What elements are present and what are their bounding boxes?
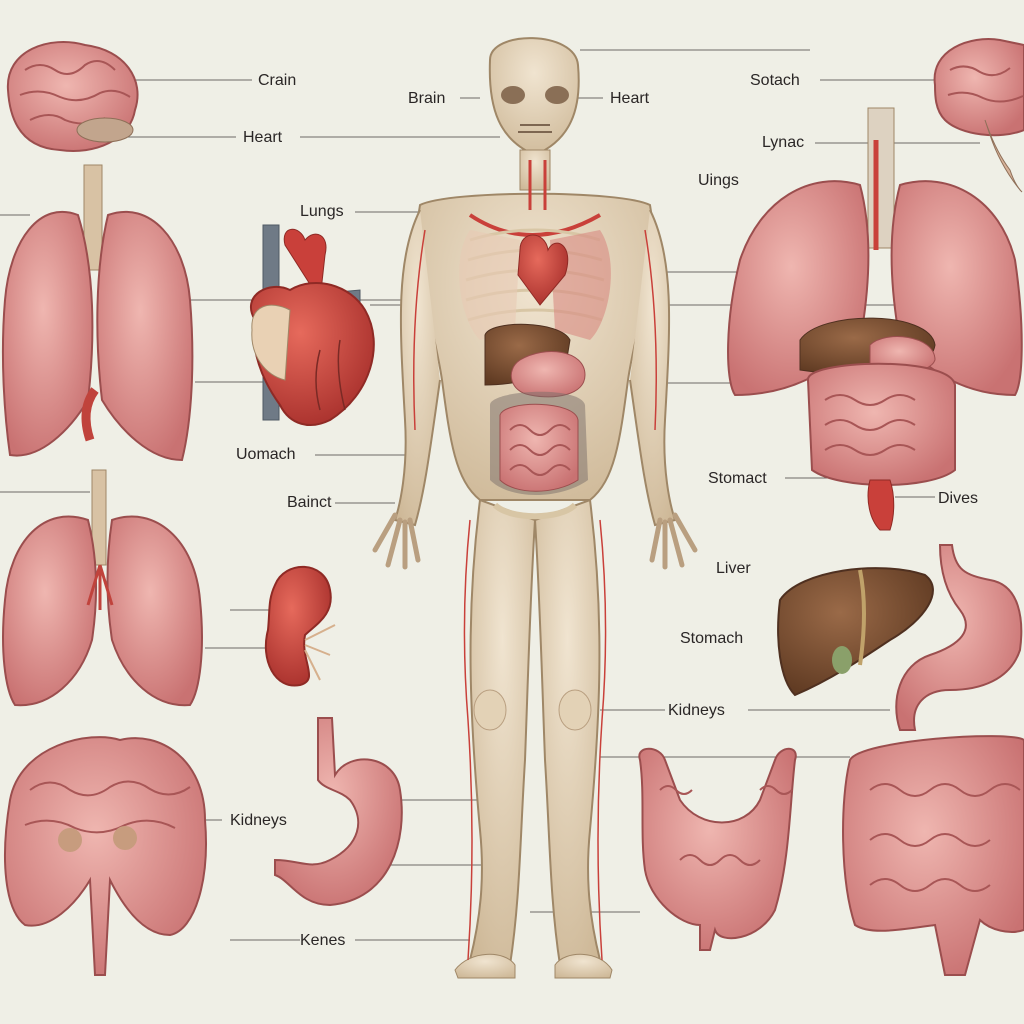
label-lynac: Lynac bbox=[762, 134, 805, 151]
label-uings: Uings bbox=[698, 172, 739, 189]
kidneys-illustration-left bbox=[4, 736, 207, 976]
intestines-illustration-center bbox=[638, 747, 797, 951]
label-stomach: Stomach bbox=[680, 630, 744, 647]
label-kenes: Kenes bbox=[300, 932, 346, 949]
human-figure bbox=[372, 37, 698, 979]
label-stomact: Stomact bbox=[708, 470, 767, 487]
label-lungs: Lungs bbox=[300, 203, 344, 220]
stomach-illustration-right bbox=[895, 544, 1023, 731]
kidney-illustration-small bbox=[264, 565, 336, 687]
label-uomach: Uomach bbox=[236, 446, 296, 463]
label-liver: Liver bbox=[716, 560, 751, 577]
heart-illustration bbox=[249, 224, 375, 426]
label-dives: Dives bbox=[938, 490, 979, 507]
label-bainct: Bainct bbox=[287, 494, 332, 511]
liver-illustration bbox=[777, 567, 934, 697]
lungs-illustration-right bbox=[727, 107, 1023, 531]
label-heart-head: Heart bbox=[610, 90, 650, 107]
label-brain-head: Brain bbox=[408, 90, 446, 107]
stomach-illustration-center bbox=[274, 717, 403, 907]
label-crain: Crain bbox=[258, 72, 297, 89]
brain-illustration-top-right bbox=[933, 38, 1024, 193]
label-kidneys-left: Kidneys bbox=[230, 812, 287, 829]
label-kidneys-right: Kidneys bbox=[668, 702, 725, 719]
lungs-illustration-left-lower bbox=[2, 469, 203, 707]
lungs-illustration-left-upper bbox=[1, 164, 194, 462]
brain-illustration-top-left bbox=[6, 41, 139, 152]
label-heart-left: Heart bbox=[243, 129, 283, 146]
colon-illustration-right bbox=[842, 735, 1024, 976]
label-sotach: Sotach bbox=[750, 72, 800, 89]
